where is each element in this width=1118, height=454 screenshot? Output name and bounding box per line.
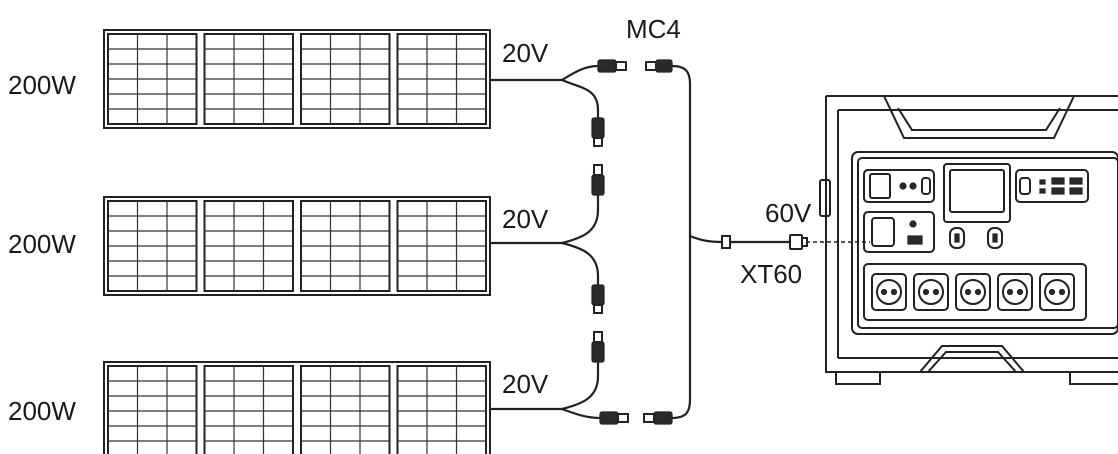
mc4-connector-label: MC4 [626,14,681,44]
ac-outlet [997,273,1033,311]
panel-3-power-label: 200W [8,396,76,426]
solar-panel-1 [103,29,491,129]
panel-1-voltage-label: 20V [502,38,549,68]
panel-2-power-label: 200W [8,229,76,259]
output-voltage-label: 60V [765,198,812,228]
portable-power-station [819,95,1118,385]
panel-2-voltage-label: 20V [502,204,549,234]
solar-panel-2 [103,196,491,296]
wiring [488,64,870,420]
mc4-connectors [591,59,673,425]
ac-outlet [913,273,949,311]
ac-outlets [871,273,1075,311]
ac-outlet [871,273,907,311]
solar-panels [103,29,491,454]
solar-panel-3 [103,361,491,454]
xt60-connector-label: XT60 [740,259,802,289]
panel-1-power-label: 200W [8,70,76,100]
xt60-plug [721,234,808,250]
ac-outlet [1039,273,1075,311]
ac-outlet [955,273,991,311]
panel-3-voltage-label: 20V [502,369,549,399]
